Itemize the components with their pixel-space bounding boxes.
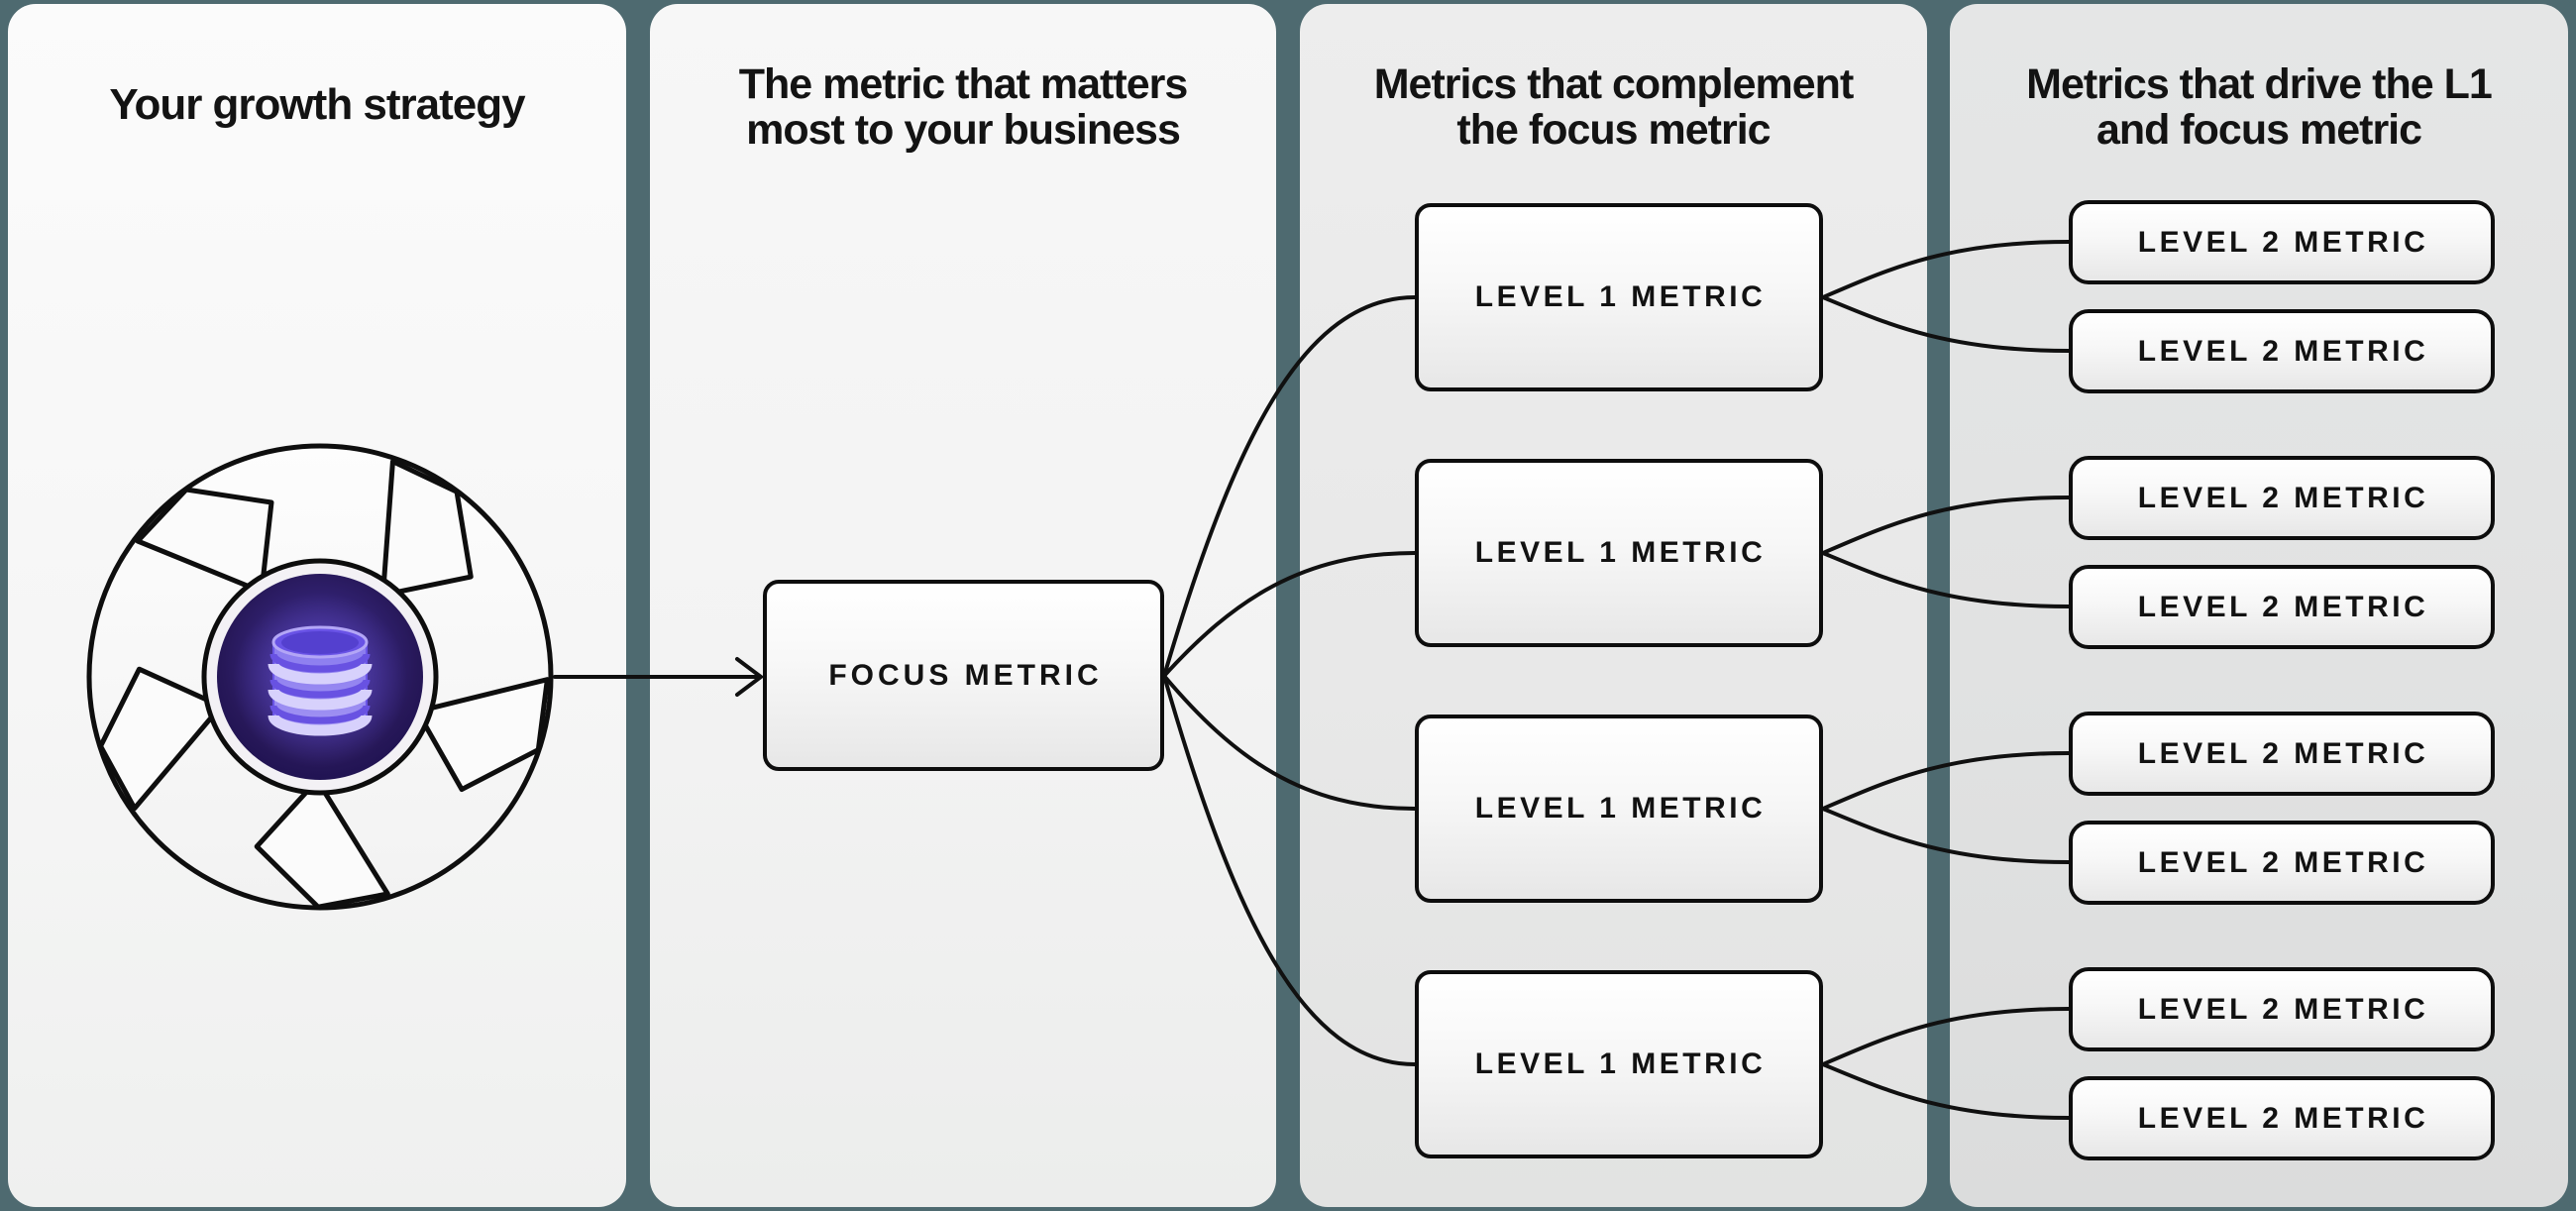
title-line: Metrics that drive the L1 [2026, 60, 2493, 108]
right-arrow-icon [553, 657, 765, 697]
level2-metric-label: LEVEL 2 METRIC [2137, 992, 2429, 1026]
level2-metric-label: LEVEL 2 METRIC [2137, 1101, 2429, 1135]
flywheel-blades [98, 459, 550, 910]
flywheel-icon [86, 443, 554, 911]
level1-metric-node: LEVEL 1 METRIC [1415, 970, 1823, 1158]
panel-title-level1-metrics: Metrics that complement the focus metric [1300, 61, 1927, 153]
level1-metric-label: LEVEL 1 METRIC [1474, 536, 1767, 569]
database-icon [233, 593, 407, 767]
level2-metric-label: LEVEL 2 METRIC [2137, 736, 2429, 770]
level1-metric-node: LEVEL 1 METRIC [1415, 715, 1823, 903]
level2-metric-node: LEVEL 2 METRIC [2069, 456, 2495, 540]
level2-metric-label: LEVEL 2 METRIC [2137, 590, 2429, 623]
title-line: the focus metric [1456, 106, 1771, 154]
panel-focus-metric: The metric that matters most to your bus… [650, 4, 1276, 1207]
title-line: most to your business [746, 106, 1181, 154]
title-line: Your growth strategy [109, 80, 525, 129]
level2-metric-label: LEVEL 2 METRIC [2137, 334, 2429, 368]
level2-metric-node: LEVEL 2 METRIC [2069, 712, 2495, 796]
level2-metric-node: LEVEL 2 METRIC [2069, 1076, 2495, 1160]
level2-metric-label: LEVEL 2 METRIC [2137, 481, 2429, 514]
level1-metric-node: LEVEL 1 METRIC [1415, 459, 1823, 647]
level2-metric-label: LEVEL 2 METRIC [2137, 225, 2429, 259]
title-line: Metrics that complement [1373, 60, 1855, 108]
level1-metric-label: LEVEL 1 METRIC [1474, 280, 1767, 313]
panel-title-growth-strategy: Your growth strategy [8, 79, 626, 131]
title-line: and focus metric [2095, 106, 2422, 154]
level2-metric-label: LEVEL 2 METRIC [2137, 845, 2429, 879]
focus-metric-label: FOCUS METRIC [828, 658, 1103, 692]
panel-title-level2-metrics: Metrics that drive the L1 and focus metr… [1950, 61, 2568, 153]
panel-title-focus-metric: The metric that matters most to your bus… [650, 61, 1276, 153]
focus-metric-node: FOCUS METRIC [763, 580, 1164, 771]
level2-metric-node: LEVEL 2 METRIC [2069, 309, 2495, 393]
title-line: The metric that matters [738, 60, 1189, 108]
level1-metric-label: LEVEL 1 METRIC [1474, 1047, 1767, 1080]
focus-to-l1-curves [1162, 295, 1417, 1066]
level1-metric-label: LEVEL 1 METRIC [1474, 792, 1767, 825]
level1-metric-node: LEVEL 1 METRIC [1415, 203, 1823, 391]
level2-metric-node: LEVEL 2 METRIC [2069, 821, 2495, 905]
level2-metric-node: LEVEL 2 METRIC [2069, 967, 2495, 1051]
l1-to-l2-curves [1821, 240, 2071, 1120]
level2-metric-node: LEVEL 2 METRIC [2069, 565, 2495, 649]
level2-metric-node: LEVEL 2 METRIC [2069, 200, 2495, 284]
